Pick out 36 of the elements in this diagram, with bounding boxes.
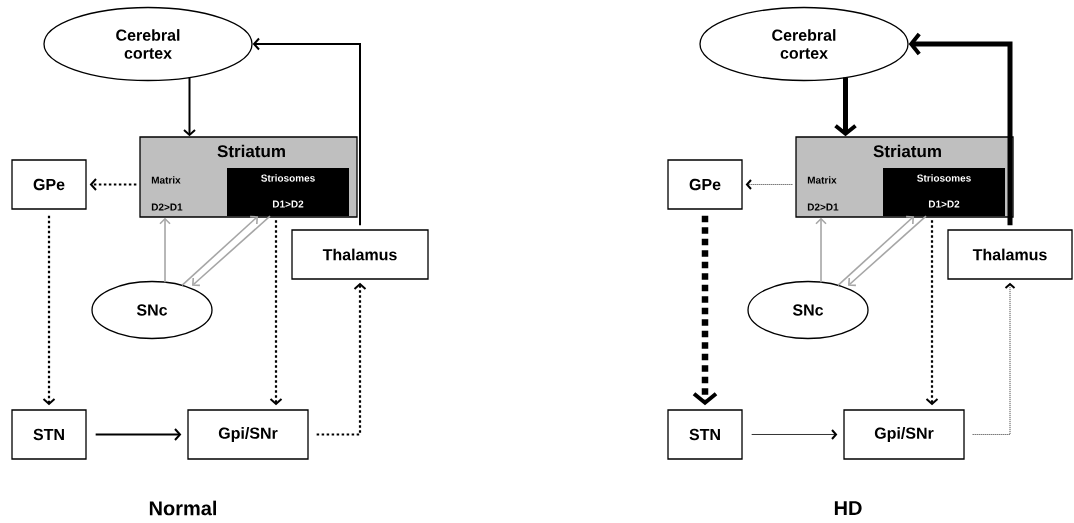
arrow <box>159 217 171 283</box>
ellipse-node: SNc <box>91 280 213 340</box>
region-box: GPe <box>667 159 743 210</box>
arrow <box>815 217 827 283</box>
region-box: Gpi/SNr <box>187 409 309 460</box>
arrow <box>94 428 182 441</box>
arrow <box>316 282 367 436</box>
striosome-box: Striosomes D1>D2 <box>227 168 349 216</box>
arrow <box>252 37 361 227</box>
arrow <box>183 76 196 137</box>
arrow <box>192 215 271 287</box>
arrow <box>925 220 939 406</box>
arrow <box>181 215 258 287</box>
panel-title: Normal <box>149 500 217 516</box>
arrow <box>908 32 1013 226</box>
arrow <box>751 429 838 440</box>
arrow <box>745 179 793 190</box>
ellipse-node: Cerebral cortex <box>699 6 909 82</box>
striosome-box: Striosomes D1>D2 <box>883 168 1005 216</box>
arrow <box>848 215 927 287</box>
arrow <box>692 215 718 406</box>
region-box: STN <box>667 409 743 460</box>
region-box: Gpi/SNr <box>843 409 965 460</box>
ellipse-node: SNc <box>747 280 869 340</box>
region-box: Thalamus <box>291 229 429 280</box>
arrow <box>42 215 56 406</box>
arrow <box>972 282 1016 435</box>
region-box: Thalamus <box>947 229 1073 280</box>
arrow <box>89 178 137 191</box>
arrow <box>834 77 857 137</box>
region-box: STN <box>11 409 87 460</box>
region-box: GPe <box>11 159 87 210</box>
arrow <box>269 220 283 406</box>
panel-title: HD <box>834 501 862 515</box>
arrow <box>837 215 914 287</box>
ellipse-node: Cerebral cortex <box>43 6 253 82</box>
